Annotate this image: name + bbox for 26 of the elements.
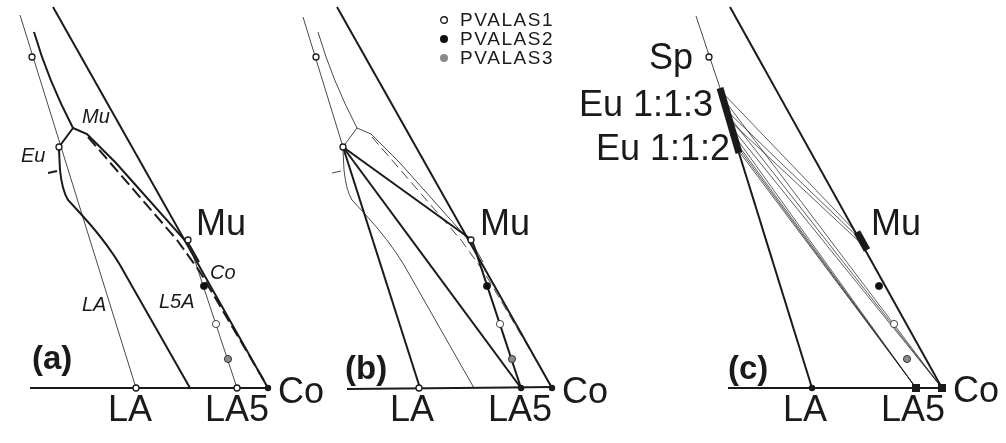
panel-label: (c)	[728, 351, 769, 384]
phase-label: LA	[390, 391, 435, 427]
phase-label: Mu	[196, 205, 246, 241]
panel-label: (b)	[345, 351, 388, 384]
phase-label: Co	[278, 373, 325, 409]
legend-label: PVALAS2	[460, 29, 555, 48]
phase-label: Mu	[871, 205, 921, 241]
phase-label: Co	[562, 373, 609, 409]
phase-label: LA	[82, 294, 107, 314]
phase-label: LA5	[881, 391, 946, 427]
phase-label: Co	[953, 372, 1000, 408]
phase-label: Eu	[21, 145, 46, 165]
phase-label: Co	[210, 262, 236, 282]
phase-label: LA5	[205, 391, 270, 427]
phase-label: Mu	[82, 106, 110, 126]
panel-label: (a)	[32, 341, 73, 374]
phase-label: Eu 1:1:3	[579, 86, 714, 122]
legend-label: PVALAS3	[460, 48, 555, 67]
phase-label: L5A	[159, 291, 195, 311]
phase-label: Eu 1:1:2	[596, 130, 731, 166]
phase-label: Mu	[480, 205, 530, 241]
phase-label: LA5	[488, 391, 553, 427]
phase-label: LA	[108, 391, 153, 427]
phase-label: Sp	[649, 39, 694, 75]
legend-label: PVALAS1	[460, 10, 555, 29]
phase-label: LA	[783, 391, 828, 427]
